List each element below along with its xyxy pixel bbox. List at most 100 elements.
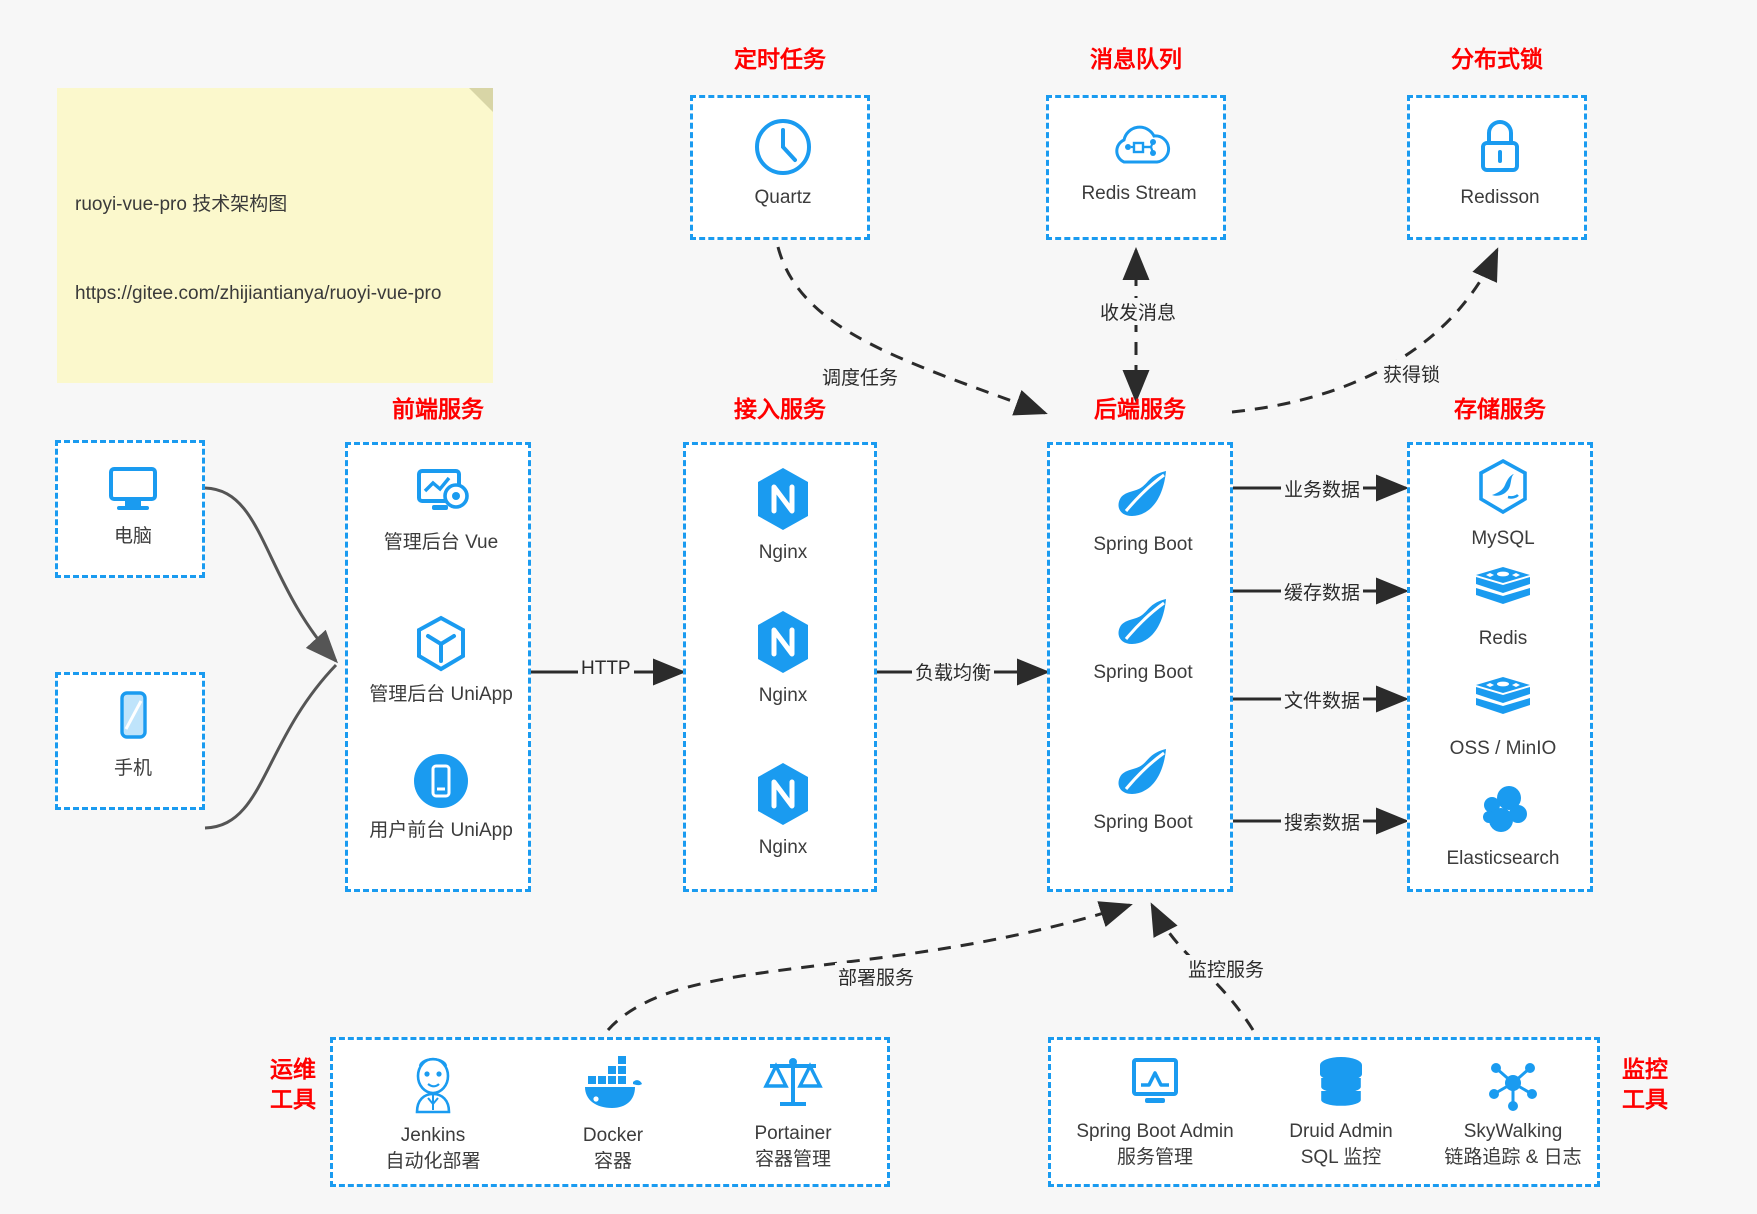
group-box-monitoring: Spring Boot Admin 服务管理 Druid Admin SQL 监…	[1048, 1037, 1600, 1187]
group-box-client-pc: 电脑	[55, 440, 205, 578]
node-label: Elasticsearch	[1446, 848, 1560, 869]
node-label: Spring Boot	[1093, 662, 1193, 683]
edge-label-file-data: 文件数据	[1281, 686, 1364, 713]
node-druid-admin[interactable]: Druid Admin SQL 监控	[1255, 1054, 1427, 1170]
edge-label-search-data: 搜索数据	[1281, 808, 1364, 835]
monitor-icon	[109, 467, 157, 510]
edge-label-cache-data: 缓存数据	[1281, 578, 1364, 605]
node-label: SkyWalking	[1463, 1121, 1563, 1142]
group-box-storage: MySQL Redis OSS / MinIO	[1407, 442, 1593, 892]
node-jenkins[interactable]: Jenkins 自动化部署	[343, 1054, 523, 1174]
group-box-mq: Redis Stream	[1046, 95, 1226, 240]
group-title-gateway: 接入服务	[734, 396, 826, 422]
edge-label-http: HTTP	[578, 658, 634, 680]
monitor-chart-icon	[1132, 1058, 1178, 1103]
group-box-gateway: Nginx Nginx Nginx	[683, 442, 877, 892]
node-nginx-1[interactable]: Nginx	[686, 465, 880, 566]
node-label: Druid Admin	[1289, 1121, 1393, 1142]
group-box-scheduler: Quartz	[690, 95, 870, 240]
edge-label-deploy: 部署服务	[835, 963, 918, 990]
jenkins-icon	[415, 1057, 451, 1114]
group-title-scheduler: 定时任务	[734, 46, 826, 72]
node-elasticsearch[interactable]: Elasticsearch	[1410, 783, 1596, 872]
spring-boot-icon	[1118, 599, 1166, 644]
oss-minio-icon	[1476, 677, 1530, 714]
node-springboot-3[interactable]: Spring Boot	[1050, 741, 1236, 836]
node-redis-stream[interactable]: Redis Stream	[1049, 116, 1229, 207]
group-title-backend: 后端服务	[1094, 396, 1186, 422]
node-label: Portainer	[754, 1123, 832, 1144]
node-nginx-2[interactable]: Nginx	[686, 608, 880, 709]
spring-boot-icon	[1118, 471, 1166, 516]
nginx-icon	[758, 468, 808, 530]
node-label: Nginx	[758, 542, 808, 563]
node-portainer[interactable]: Portainer 容器管理	[703, 1052, 883, 1172]
node-mobile[interactable]: 手机	[58, 689, 208, 782]
node-label: 用户前台 UniApp	[369, 820, 513, 841]
group-title-storage: 存储服务	[1454, 396, 1546, 422]
node-label: 管理后台 Vue	[383, 532, 499, 553]
note-fold-corner	[469, 88, 493, 112]
node-sublabel: 链路追踪 & 日志	[1444, 1146, 1582, 1168]
elasticsearch-icon	[1483, 786, 1527, 832]
node-label: Redis	[1478, 628, 1528, 649]
node-admin-uniapp[interactable]: 管理后台 UniApp	[348, 613, 534, 708]
node-springboot-2[interactable]: Spring Boot	[1050, 591, 1236, 686]
edge-label-message: 收发消息	[1097, 298, 1180, 325]
node-spring-boot-admin[interactable]: Spring Boot Admin 服务管理	[1055, 1054, 1255, 1170]
node-label: 手机	[113, 758, 152, 779]
note-line-url: https://gitee.com/zhijiantianya/ruoyi-vu…	[75, 282, 442, 304]
phone-icon	[120, 691, 147, 739]
lock-icon	[1481, 120, 1519, 172]
edge-label-business-data: 业务数据	[1281, 475, 1364, 502]
group-title-devops: 运维 工具	[270, 1056, 316, 1112]
edge-label-monitor: 监控服务	[1185, 955, 1268, 982]
node-label: OSS / MinIO	[1449, 738, 1557, 759]
cube-icon	[417, 615, 465, 672]
mobile-app-icon	[414, 754, 468, 808]
node-label: 管理后台 UniApp	[369, 684, 513, 705]
node-springboot-1[interactable]: Spring Boot	[1050, 463, 1236, 558]
mysql-icon	[1479, 458, 1527, 515]
node-mysql[interactable]: MySQL	[1410, 457, 1596, 552]
node-label: Spring Boot Admin	[1076, 1121, 1234, 1142]
group-box-devops: Jenkins 自动化部署 Docker 容器	[330, 1037, 890, 1187]
group-box-lock: Redisson	[1407, 95, 1587, 240]
node-redis[interactable]: Redis	[1410, 563, 1596, 652]
node-label: 电脑	[113, 526, 152, 547]
node-sublabel: 自动化部署	[385, 1150, 481, 1172]
node-sublabel: SQL 监控	[1300, 1146, 1382, 1168]
node-sublabel: 服务管理	[1116, 1146, 1193, 1168]
node-admin-vue[interactable]: 管理后台 Vue	[348, 465, 534, 556]
group-box-backend: Spring Boot Spring Boot Spring Boot	[1047, 442, 1233, 892]
node-oss-minio[interactable]: OSS / MinIO	[1410, 673, 1596, 762]
spring-boot-icon	[1118, 749, 1166, 794]
node-label: Jenkins	[400, 1125, 466, 1146]
node-redisson[interactable]: Redisson	[1410, 116, 1590, 211]
note-card: ruoyi-vue-pro 技术架构图 https://gitee.com/zh…	[57, 88, 493, 383]
nginx-icon	[758, 611, 808, 673]
dashboard-gear-icon	[417, 469, 469, 510]
node-docker[interactable]: Docker 容器	[523, 1054, 703, 1174]
node-skywalking[interactable]: SkyWalking 链路追踪 & 日志	[1427, 1054, 1599, 1170]
node-user-uniapp[interactable]: 用户前台 UniApp	[348, 751, 534, 844]
node-label: MySQL	[1471, 528, 1535, 549]
edge-label-schedule: 调度任务	[819, 363, 902, 390]
group-box-frontend: 管理后台 Vue 管理后台 UniApp 用户前台 UniApp	[345, 442, 531, 892]
scales-icon	[763, 1058, 823, 1106]
group-title-lock: 分布式锁	[1451, 46, 1543, 72]
node-label: Spring Boot	[1093, 812, 1193, 833]
group-title-monitoring: 监控 工具	[1622, 1056, 1668, 1112]
nginx-icon	[758, 763, 808, 825]
edge-label-loadbalance: 负载均衡	[912, 658, 995, 685]
node-sublabel: 容器管理	[754, 1148, 831, 1170]
node-label: Nginx	[758, 685, 808, 706]
node-label: Quartz	[754, 187, 812, 208]
group-box-client-mobile: 手机	[55, 672, 205, 810]
node-label: Docker	[582, 1125, 644, 1146]
node-pc[interactable]: 电脑	[58, 461, 208, 550]
node-quartz[interactable]: Quartz	[693, 116, 873, 211]
redis-icon	[1476, 567, 1530, 604]
docker-icon	[585, 1056, 642, 1108]
node-nginx-3[interactable]: Nginx	[686, 760, 880, 861]
